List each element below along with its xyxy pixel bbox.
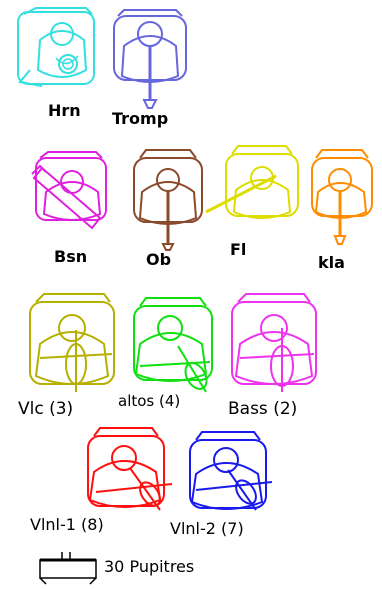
violin-1-player-icon (88, 428, 172, 510)
label-bass: Bass (2) (228, 399, 297, 419)
legend-text: 30 Pupitres (104, 557, 194, 576)
label-tromp: Tromp (112, 109, 168, 128)
music-stand-icon (40, 552, 96, 584)
double-bass-player-icon (232, 294, 316, 392)
label-bsn: Bsn (54, 247, 87, 266)
bassoon-player-icon (32, 152, 106, 228)
flute-player-icon (206, 146, 298, 218)
label-fl: Fl (230, 240, 246, 259)
viola-player-icon (134, 298, 212, 393)
violin-2-player-icon (190, 432, 272, 510)
clarinet-player-icon (312, 150, 372, 244)
trumpet-player-icon (114, 10, 186, 108)
label-kla: kla (318, 253, 345, 272)
label-altos: altos (4) (118, 392, 180, 410)
label-hrn: Hrn (48, 101, 81, 120)
oboe-player-icon (134, 150, 202, 250)
cello-player-icon (30, 294, 114, 392)
label-vln2: Vlnl-2 (7) (170, 519, 244, 538)
label-vln1: Vlnl-1 (8) (30, 515, 104, 534)
label-vlc: Vlc (3) (18, 399, 73, 419)
horn-player-icon (18, 8, 94, 86)
label-ob: Ob (146, 250, 171, 269)
